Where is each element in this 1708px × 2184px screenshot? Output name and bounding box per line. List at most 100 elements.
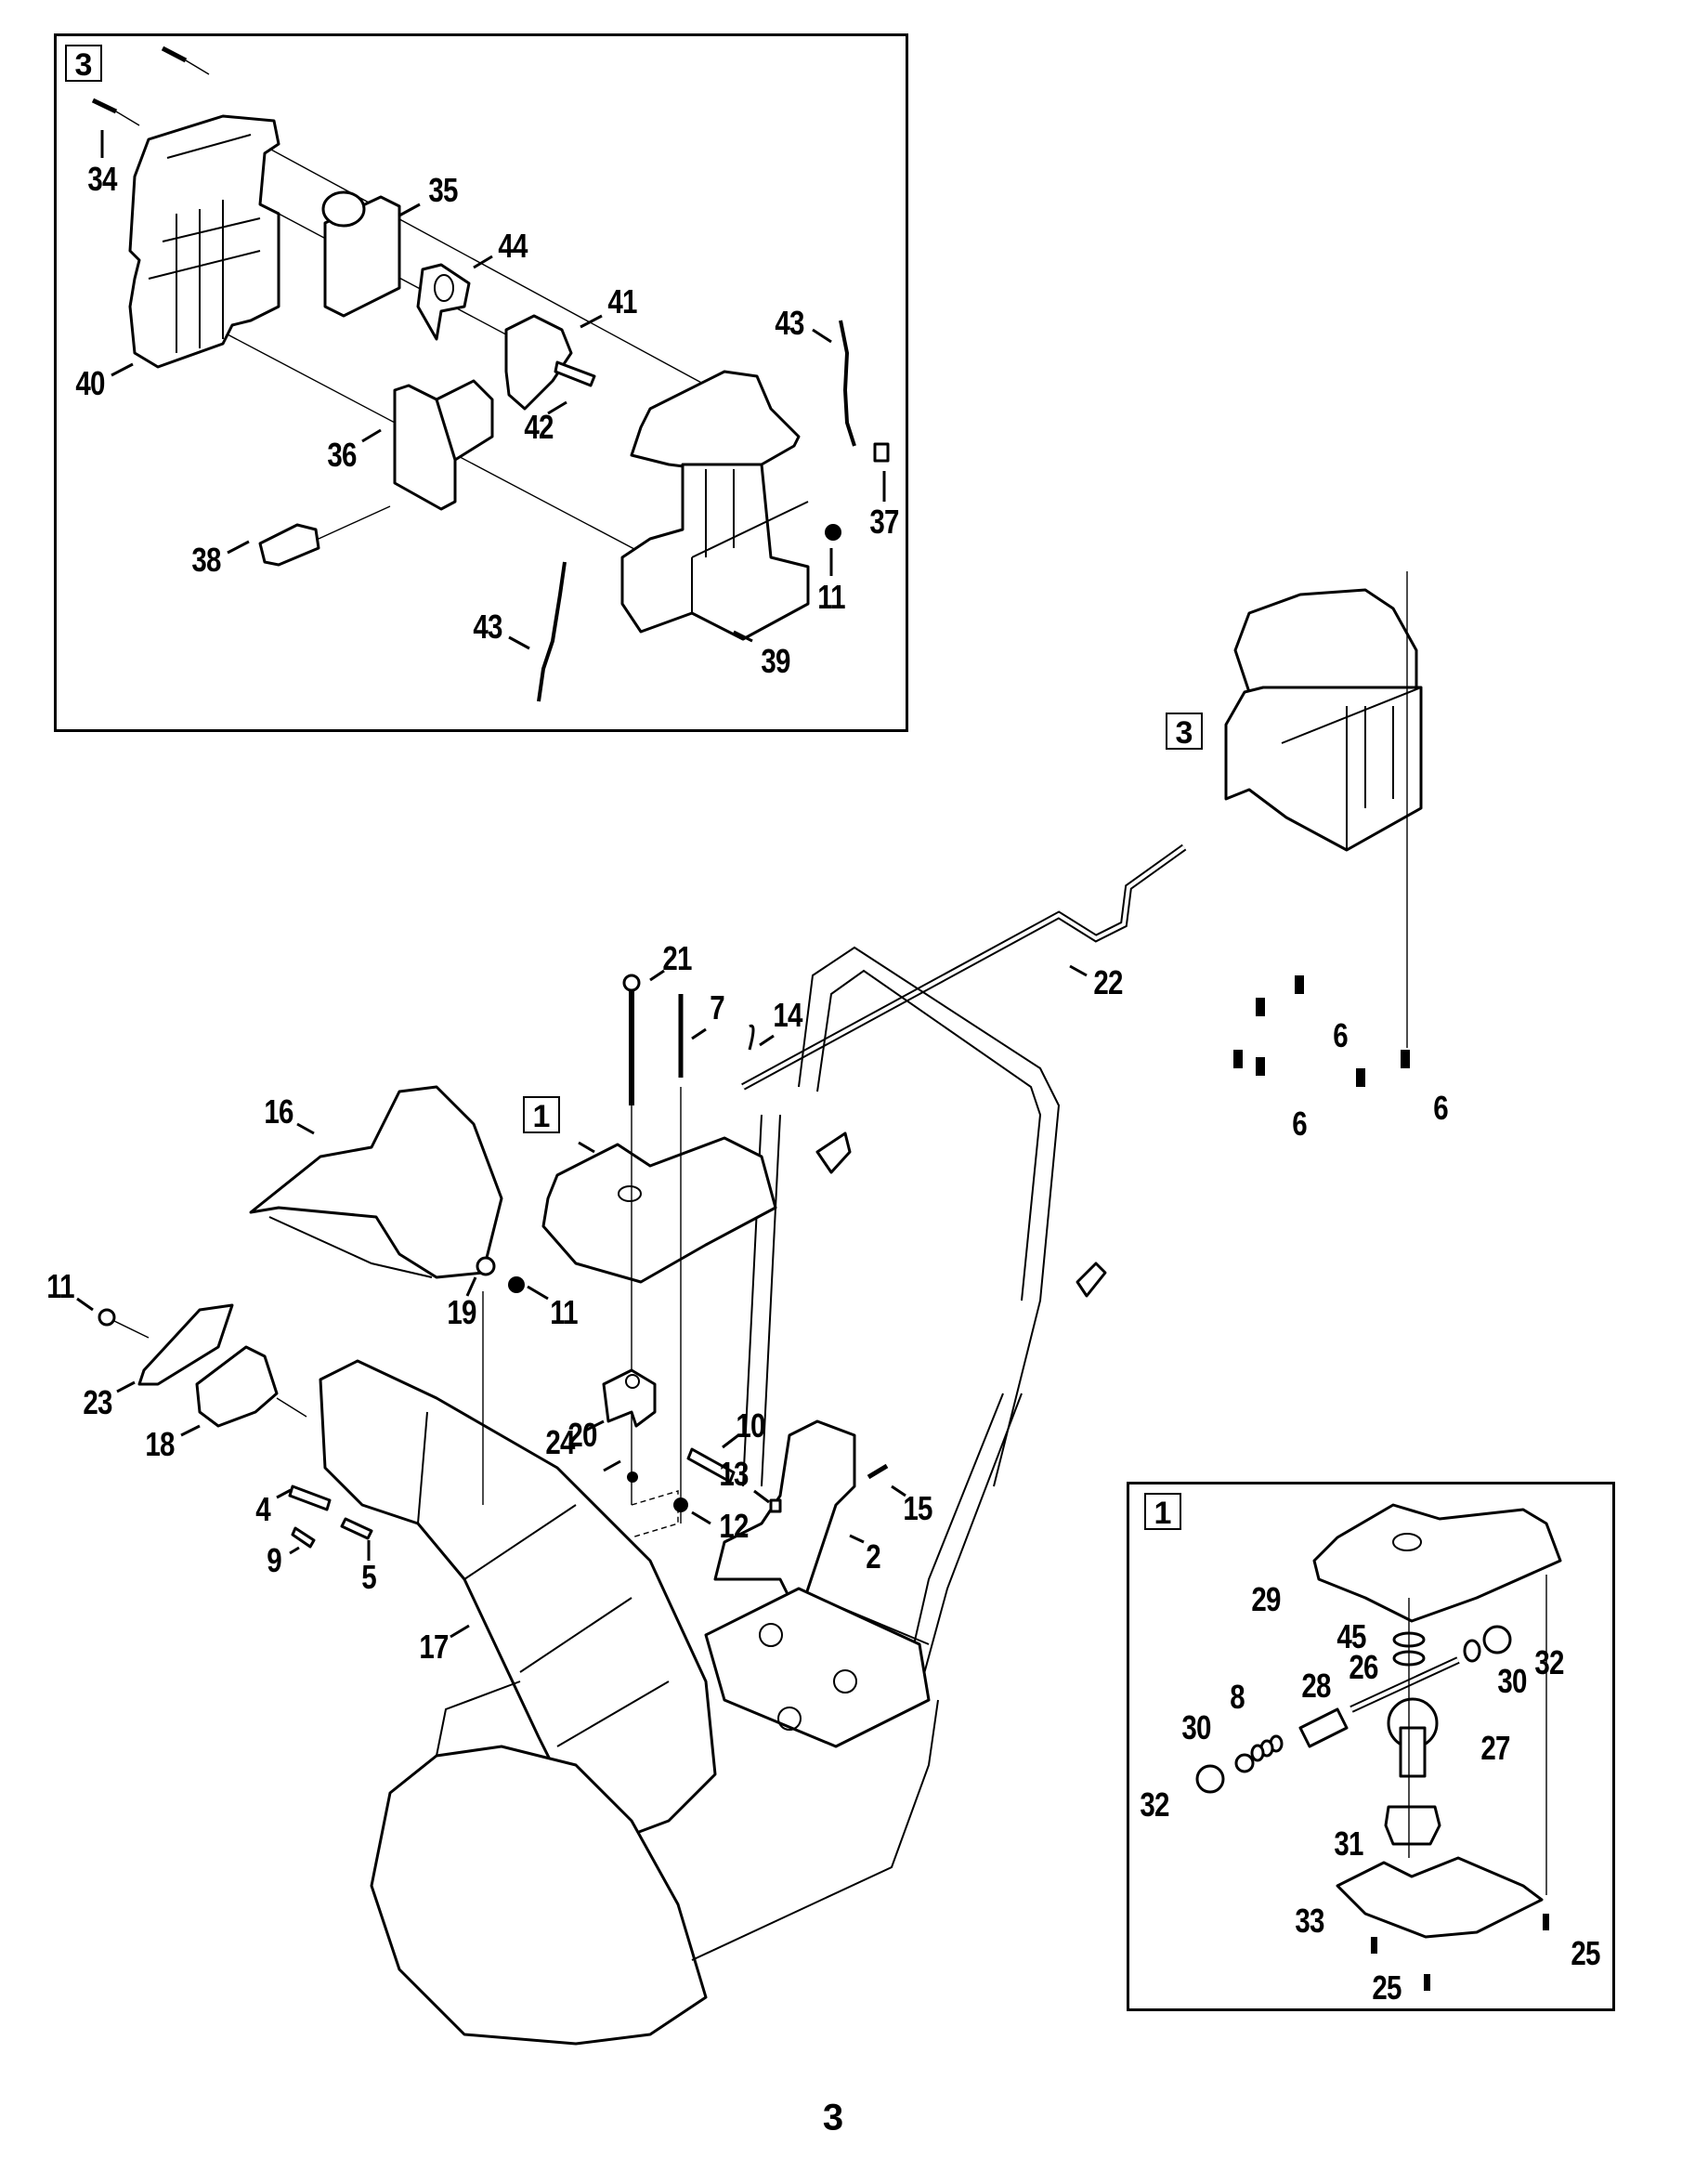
nut-11-main	[508, 1276, 525, 1293]
pin-34a	[91, 98, 118, 114]
inset-1-drawing	[1195, 1503, 1562, 1991]
callout-33: 33	[1295, 1902, 1324, 1940]
nut-12	[673, 1497, 688, 1512]
main-ref-tag-3: 3	[1166, 713, 1203, 750]
callout-15: 15	[903, 1489, 932, 1527]
callout-11-inset3: 11	[817, 578, 845, 616]
callout-31: 31	[1334, 1824, 1363, 1863]
callout-11-left: 11	[46, 1267, 74, 1305]
callout-14: 14	[773, 996, 802, 1034]
inset-frame-1	[1127, 1482, 1615, 2011]
callout-12: 12	[719, 1507, 749, 1545]
callout-39: 39	[761, 642, 790, 680]
inset-ref-tag-1: 1	[1144, 1493, 1181, 1530]
pin-15	[867, 1463, 889, 1480]
callout-22: 22	[1093, 963, 1123, 1001]
callout-38: 38	[191, 541, 221, 579]
worm-28	[1298, 1707, 1349, 1748]
nut-32-right	[1482, 1625, 1512, 1654]
callout-42: 42	[524, 408, 554, 446]
callout-27: 27	[1480, 1729, 1510, 1767]
callout-19: 19	[447, 1293, 476, 1331]
clip-13	[769, 1498, 782, 1513]
gear-cover	[541, 1136, 777, 1284]
callout-30-right: 30	[1497, 1662, 1527, 1700]
bolt-5	[340, 1517, 373, 1540]
bolt-6a	[1295, 975, 1304, 994]
screw-25-right	[1543, 1914, 1549, 1930]
callout-26: 26	[1349, 1648, 1378, 1686]
washer-30-right	[1463, 1639, 1481, 1663]
nut-11-left	[98, 1308, 116, 1327]
housing-right-top	[630, 370, 801, 476]
inset-3-drawing	[91, 46, 890, 702]
callout-45: 45	[1336, 1617, 1366, 1655]
page-number: 3	[822, 2097, 844, 2138]
callout-2: 2	[866, 1537, 880, 1576]
cam-41	[504, 314, 573, 411]
bushing-31	[1384, 1805, 1441, 1846]
callout-16: 16	[264, 1092, 293, 1131]
callout-44: 44	[498, 227, 528, 265]
bracket-23	[137, 1303, 234, 1386]
callout-13: 13	[719, 1455, 749, 1493]
callout-28: 28	[1301, 1667, 1331, 1705]
callout-25-right: 25	[1571, 1934, 1600, 1972]
washer-19	[476, 1256, 496, 1276]
callout-6c: 6	[1433, 1089, 1448, 1127]
nut-32-left	[1195, 1764, 1225, 1794]
cable-43-low	[537, 561, 567, 702]
callout-8: 8	[1230, 1678, 1245, 1716]
plate-33	[1336, 1856, 1544, 1939]
clip-37	[873, 442, 890, 463]
callout-24: 24	[545, 1423, 575, 1461]
callout-18: 18	[145, 1425, 175, 1463]
chute-assembly-ref-3	[1224, 571, 1423, 1087]
callout-9: 9	[267, 1541, 281, 1579]
callout-36: 36	[327, 436, 357, 474]
callout-4: 4	[255, 1490, 270, 1528]
bolt-9	[291, 1526, 316, 1549]
bolt-6d	[1256, 1057, 1265, 1076]
callout-5: 5	[361, 1558, 376, 1596]
washer-30-left	[1234, 1753, 1255, 1773]
callout-40: 40	[75, 364, 105, 402]
callout-7: 7	[710, 988, 724, 1027]
main-ref-tag-1: 1	[523, 1096, 560, 1133]
bracket-24	[602, 1368, 657, 1428]
bolt-6b	[1256, 998, 1265, 1016]
plate-44	[416, 263, 471, 341]
screw-25-left	[1371, 1937, 1377, 1954]
cable-43-top	[839, 320, 856, 447]
callout-6a: 6	[1333, 1016, 1348, 1054]
callout-17: 17	[419, 1628, 449, 1666]
callout-10: 10	[736, 1406, 765, 1445]
deflector-16	[249, 1085, 503, 1279]
bolt-4	[288, 1484, 332, 1511]
cover-29	[1312, 1503, 1562, 1623]
bolt-6c	[1233, 1050, 1243, 1068]
bolt-6e	[1356, 1068, 1365, 1087]
callout-34: 34	[87, 160, 117, 198]
pin-34b	[161, 46, 188, 63]
nut-11-inset3	[825, 524, 841, 541]
callout-43-low: 43	[473, 608, 502, 646]
pin-14	[748, 1024, 755, 1051]
motor-36	[393, 384, 457, 511]
callout-35: 35	[428, 171, 458, 209]
inset-frame-3	[54, 33, 908, 732]
base-plate	[704, 1587, 931, 1748]
callout-20: 20	[567, 1416, 597, 1454]
callout-30-left: 30	[1181, 1708, 1211, 1746]
callout-21: 21	[662, 939, 692, 977]
pin-10	[686, 1447, 736, 1484]
knob-18	[195, 1345, 279, 1428]
coupler-38	[258, 523, 320, 567]
auger-housing	[370, 1745, 708, 2046]
chute-17	[319, 1359, 717, 1851]
callout-32-right: 32	[1534, 1643, 1564, 1681]
callout-11-main: 11	[550, 1293, 578, 1331]
callout-29: 29	[1251, 1580, 1281, 1618]
housing-left	[128, 114, 280, 369]
